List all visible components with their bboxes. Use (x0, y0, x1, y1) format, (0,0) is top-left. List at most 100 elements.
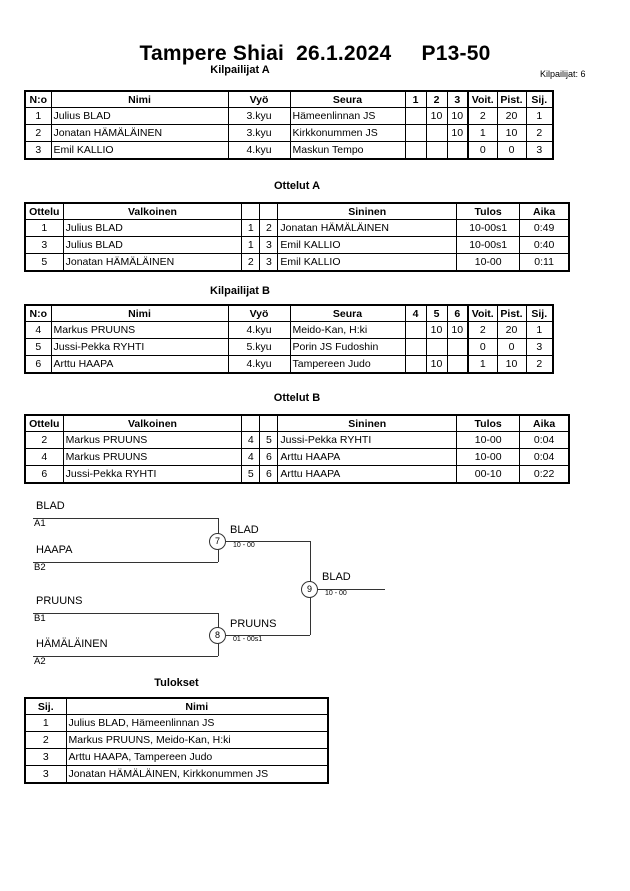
cell-name: Markus PRUUNS (50, 321, 229, 339)
cell-white: Julius BLAD (62, 236, 243, 254)
table-row: 5 Jussi-Pekka RYHTI 5.kyu Porin JS Fudos… (24, 338, 554, 356)
bracket-winner-score-8: 01 - 00s1 (233, 636, 263, 643)
col-header-result: Tulos (456, 202, 521, 220)
table-row: 6 Jussi-Pekka RYHTI 5 6 Arttu HAAPA 00-1… (24, 465, 570, 484)
cell-m2: 10 (425, 321, 448, 339)
cell-no: 3 (24, 141, 52, 160)
cell-time: 0:04 (519, 448, 570, 466)
cell-name: Julius BLAD (50, 107, 229, 125)
cell-name: Arttu HAAPA, Tampereen Judo (65, 748, 329, 766)
col-header-name: Nimi (50, 304, 229, 322)
cell-time: 0:04 (519, 431, 570, 449)
table-row: 5 Jonatan HÄMÄLÄINEN 2 3 Emil KALLIO 10-… (24, 253, 570, 272)
cell-blue: Arttu HAAPA (277, 465, 458, 484)
cell-points: 0 (496, 338, 527, 356)
heading-pool-b: Kilpailijat B (210, 285, 270, 297)
bracket-seed-code-1: A1 (34, 518, 46, 529)
bracket-winner-score-9: 10 - 00 (325, 590, 347, 597)
cell-blue: Emil KALLIO (277, 236, 458, 254)
bracket-seed-name-1: BLAD (36, 500, 65, 512)
cell-n1: 1 (241, 219, 261, 237)
cell-m3 (446, 338, 469, 356)
cell-m1 (404, 124, 427, 142)
col-header-no: N:o (24, 90, 52, 108)
bracket-line-seed-3 (33, 613, 218, 614)
cell-white: Markus PRUUNS (62, 448, 243, 466)
cell-n2: 6 (259, 448, 279, 466)
cell-points: 10 (496, 355, 527, 374)
col-header-points: Pist. (496, 90, 527, 108)
cell-blue: Arttu HAAPA (277, 448, 458, 466)
heading-pool-a: Kilpailijat A (210, 64, 270, 76)
cell-white: Markus PRUUNS (62, 431, 243, 449)
cell-m3: 10 (446, 321, 469, 339)
table-header-row: N:o Nimi Vyö Seura 1 2 3 Voit. Pist. Sij… (24, 90, 554, 108)
table-row: 1 Julius BLAD 3.kyu Hämeenlinnan JS 10 1… (24, 107, 554, 125)
bracket-line-seed-4 (33, 656, 218, 657)
cell-time: 0:22 (519, 465, 570, 484)
table-header-row: Sij. Nimi (24, 697, 329, 715)
cell-match: 2 (24, 431, 64, 449)
cell-rank: 3 (24, 765, 67, 784)
heading-matches-b: Ottelut B (273, 392, 321, 404)
cell-club: Porin JS Fudoshin (289, 338, 406, 356)
cell-result: 10-00s1 (456, 236, 521, 254)
cell-no: 2 (24, 124, 52, 142)
cell-wins: 2 (467, 107, 498, 125)
col-header-no: N:o (24, 304, 52, 322)
col-header-result: Tulos (456, 414, 521, 432)
cell-belt: 3.kyu (227, 107, 291, 125)
cell-no: 1 (24, 107, 52, 125)
cell-club: Maskun Tempo (289, 141, 406, 160)
cell-match: 6 (24, 465, 64, 484)
col-header-m3: 6 (446, 304, 469, 322)
cell-name: Arttu HAAPA (50, 355, 229, 374)
cell-belt: 5.kyu (227, 338, 291, 356)
table-row: 3 Emil KALLIO 4.kyu Maskun Tempo 0 0 3 (24, 141, 554, 160)
col-header-match: Ottelu (24, 202, 64, 220)
competitors-table-b: N:o Nimi Vyö Seura 4 5 6 Voit. Pist. Sij… (24, 304, 554, 374)
cell-match: 1 (24, 219, 64, 237)
col-header-rank: Sij. (24, 697, 67, 715)
bracket-seed-code-2: B2 (34, 562, 46, 573)
col-header-m2: 5 (425, 304, 448, 322)
cell-m1 (404, 355, 427, 374)
matches-table-b: Ottelu Valkoinen Sininen Tulos Aika 2 Ma… (24, 414, 570, 484)
cell-result: 10-00 (456, 431, 521, 449)
cell-name: Markus PRUUNS, Meido-Kan, H:ki (65, 731, 329, 749)
cell-m2 (425, 141, 448, 160)
cell-m3: 10 (446, 124, 469, 142)
page-title-text: Tampere Shiai 26.1.2024 P13-50 (139, 42, 491, 65)
table-row: 4 Markus PRUUNS 4.kyu Meido-Kan, H:ki 10… (24, 321, 554, 339)
cell-name: Jonatan HÄMÄLÄINEN (50, 124, 229, 142)
cell-rank: 3 (525, 338, 554, 356)
cell-club: Tampereen Judo (289, 355, 406, 374)
cell-result: 10-00 (456, 448, 521, 466)
table-row: 2 Markus PRUUNS 4 5 Jussi-Pekka RYHTI 10… (24, 431, 570, 449)
heading-results: Tulokset (154, 677, 199, 689)
cell-time: 0:40 (519, 236, 570, 254)
col-header-m1: 4 (404, 304, 427, 322)
cell-points: 0 (496, 141, 527, 160)
col-header-name: Nimi (50, 90, 229, 108)
cell-match: 4 (24, 448, 64, 466)
col-header-name: Nimi (65, 697, 329, 715)
cell-n2: 6 (259, 465, 279, 484)
competitor-count: Kilpailijat: 6 (540, 69, 586, 79)
bracket-node-9: 9 (301, 581, 318, 598)
cell-rank: 2 (525, 124, 554, 142)
col-header-points: Pist. (496, 304, 527, 322)
cell-rank: 3 (525, 141, 554, 160)
cell-no: 5 (24, 338, 52, 356)
col-header-club: Seura (289, 304, 406, 322)
cell-m1 (404, 141, 427, 160)
cell-result: 10-00s1 (456, 219, 521, 237)
cell-points: 20 (496, 321, 527, 339)
col-header-club: Seura (289, 90, 406, 108)
competitors-table-a: N:o Nimi Vyö Seura 1 2 3 Voit. Pist. Sij… (24, 90, 554, 160)
bracket-node-7: 7 (209, 533, 226, 550)
cell-m1 (404, 107, 427, 125)
col-header-m2: 2 (425, 90, 448, 108)
col-header-white: Valkoinen (62, 202, 243, 220)
cell-match: 5 (24, 253, 64, 272)
